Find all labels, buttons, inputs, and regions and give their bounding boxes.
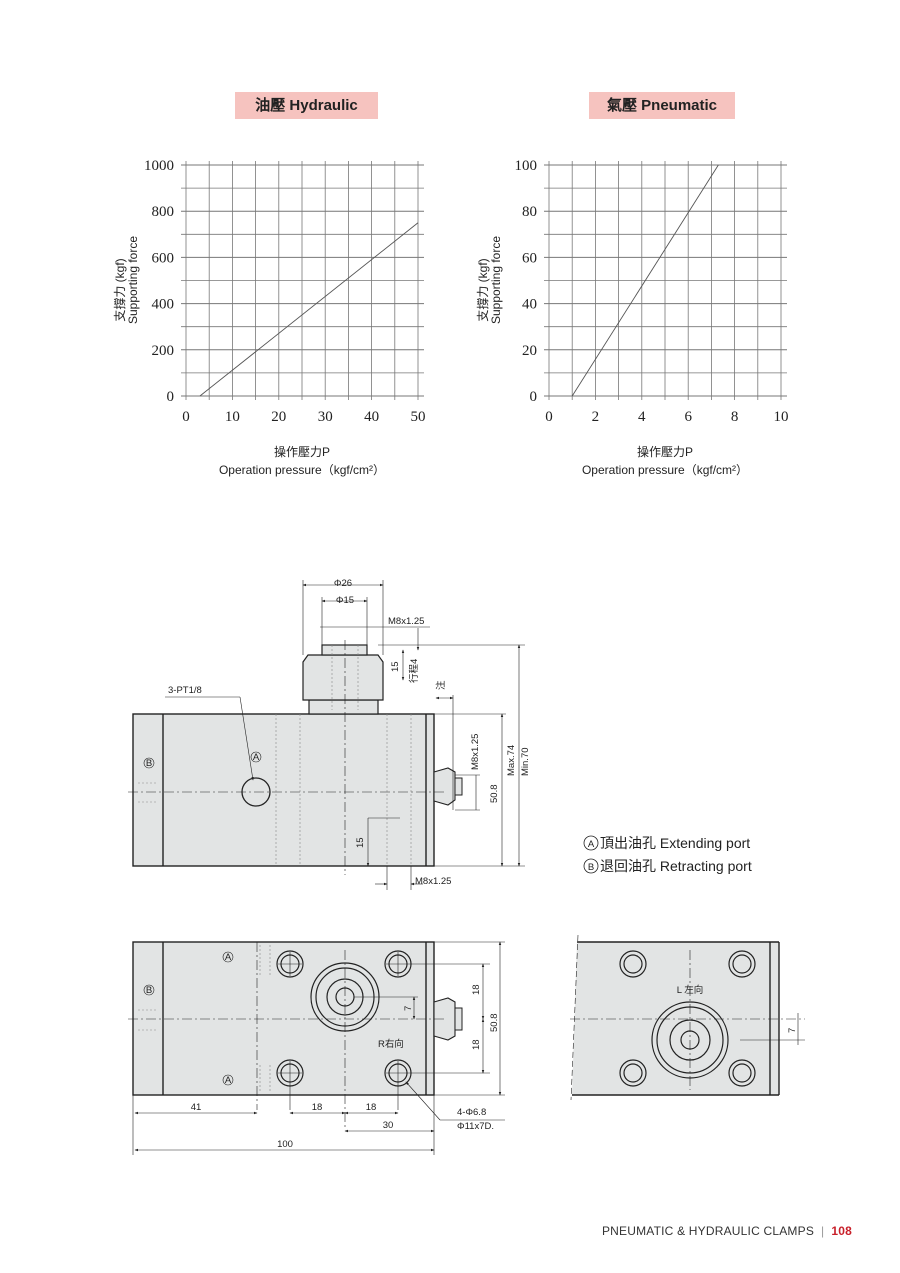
front-view xyxy=(128,580,525,890)
y-axis-label-en: Supporting force xyxy=(489,236,503,324)
port-b-label: B xyxy=(146,758,152,769)
dim-phi15: Φ15 xyxy=(336,595,354,606)
y-axis-label-en: Supporting force xyxy=(126,236,140,324)
y-tick-label: 600 xyxy=(152,250,175,266)
x-axis-label-zh: 操作壓力P xyxy=(274,444,330,459)
direction-l: L 左向 xyxy=(677,984,704,996)
note-mark: 注 xyxy=(435,680,447,690)
y-tick-label: 400 xyxy=(152,297,175,313)
dim-phi26: Φ26 xyxy=(334,578,352,589)
dim-100: 100 xyxy=(277,1139,293,1150)
counterbore-spec: Φ11x7D. xyxy=(457,1121,494,1132)
port-legend: A 頂出油孔 Extending port B 退回油孔 Retracting … xyxy=(583,835,752,874)
port-a-label: A xyxy=(253,752,260,763)
dim-50-8-top: 50.8 xyxy=(489,1014,500,1033)
footer-divider: | xyxy=(821,1224,825,1238)
dim-18-b: 18 xyxy=(471,1039,482,1050)
x-tick-label: 10 xyxy=(225,409,240,425)
x-tick-label: 0 xyxy=(182,409,190,425)
x-axis-label-en: Operation pressure（kgf/cm²） xyxy=(582,463,748,477)
x-tick-label: 40 xyxy=(364,409,379,425)
top-port-b: B xyxy=(146,985,152,996)
top-port-a1: A xyxy=(225,952,232,963)
top-port-a2: A xyxy=(225,1075,232,1086)
x-tick-label: 0 xyxy=(545,409,553,425)
port-note: 3-PT1/8 xyxy=(168,685,202,696)
dim-41: 41 xyxy=(191,1102,202,1113)
y-tick-label: 40 xyxy=(522,297,537,313)
dim-18-c: 18 xyxy=(312,1102,323,1113)
dim-max: Max.74 xyxy=(506,745,517,776)
x-tick-label: 50 xyxy=(411,409,426,425)
hydraulic-chart-title: 油壓 Hydraulic xyxy=(235,92,378,119)
dim-min: Min.70 xyxy=(520,747,531,776)
chart-0: 0 10 20 30 40 50 0 200 400 600 800 1000 操作壓力P Operati… xyxy=(113,158,426,477)
y-tick-label: 20 xyxy=(522,343,537,359)
y-tick-label: 0 xyxy=(167,389,175,405)
dim-50-8-front: 50.8 xyxy=(489,785,500,804)
x-axis-label-zh: 操作壓力P xyxy=(637,444,693,459)
x-tick-label: 20 xyxy=(271,409,286,425)
x-tick-label: 30 xyxy=(318,409,333,425)
legend-a-mark: A xyxy=(588,839,595,850)
pneumatic-chart-title: 氣壓 Pneumatic xyxy=(589,92,735,119)
top-view xyxy=(128,941,505,1155)
drawing-labels: Φ26 Φ15 M8x1.25 15 行程4 3-PT1/8 注 M8x1.25… xyxy=(143,578,798,1150)
dim-18-d: 18 xyxy=(366,1102,377,1113)
y-tick-label: 200 xyxy=(152,343,175,359)
y-axis-label-zh: 支撐力 (kgf) xyxy=(476,258,490,321)
y-tick-label: 100 xyxy=(515,158,538,174)
legend-b-text: 退回油孔 Retracting port xyxy=(600,858,752,874)
page-footer: PNEUMATIC & HYDRAULIC CLAMPS | 108 xyxy=(602,1224,852,1238)
legend-a-text: 頂出油孔 Extending port xyxy=(600,835,750,851)
series-line-pneumatic xyxy=(571,164,719,397)
direction-r: R右向 xyxy=(378,1038,404,1050)
x-tick-label: 6 xyxy=(684,409,692,425)
x-axis-label-en: Operation pressure（kgf/cm²） xyxy=(219,463,385,477)
dim-thread-side: M8x1.25 xyxy=(470,734,481,770)
x-tick-label: 8 xyxy=(731,409,739,425)
y-tick-label: 800 xyxy=(152,204,175,220)
dim-30: 30 xyxy=(383,1120,394,1131)
side-view-left xyxy=(570,934,805,1101)
dim-stroke: 行程4 xyxy=(408,659,420,683)
dim-thread-top: M8x1.25 xyxy=(388,616,424,627)
y-tick-label: 80 xyxy=(522,204,537,220)
y-tick-label: 1000 xyxy=(144,158,174,174)
dim-18-a: 18 xyxy=(471,984,482,995)
y-tick-label: 0 xyxy=(530,389,538,405)
holes-spec: 4-Φ6.8 xyxy=(457,1107,486,1118)
dim-7-side: 7 xyxy=(787,1028,798,1033)
dim-thread-bottom: M8x1.25 xyxy=(415,876,451,887)
dim-7-top: 7 xyxy=(403,1006,414,1011)
y-tick-label: 60 xyxy=(522,250,537,266)
page-number: 108 xyxy=(831,1224,852,1238)
x-tick-label: 10 xyxy=(774,409,789,425)
legend-b-mark: B xyxy=(588,862,594,873)
x-tick-label: 2 xyxy=(592,409,600,425)
series-line-hydraulic xyxy=(199,222,419,397)
y-axis-label-zh: 支撐力 (kgf) xyxy=(113,258,127,321)
x-tick-label: 4 xyxy=(638,409,646,425)
dim-15-bottom: 15 xyxy=(355,837,366,848)
dim-15-top: 15 xyxy=(390,661,401,672)
footer-section: PNEUMATIC & HYDRAULIC CLAMPS xyxy=(601,1224,815,1238)
